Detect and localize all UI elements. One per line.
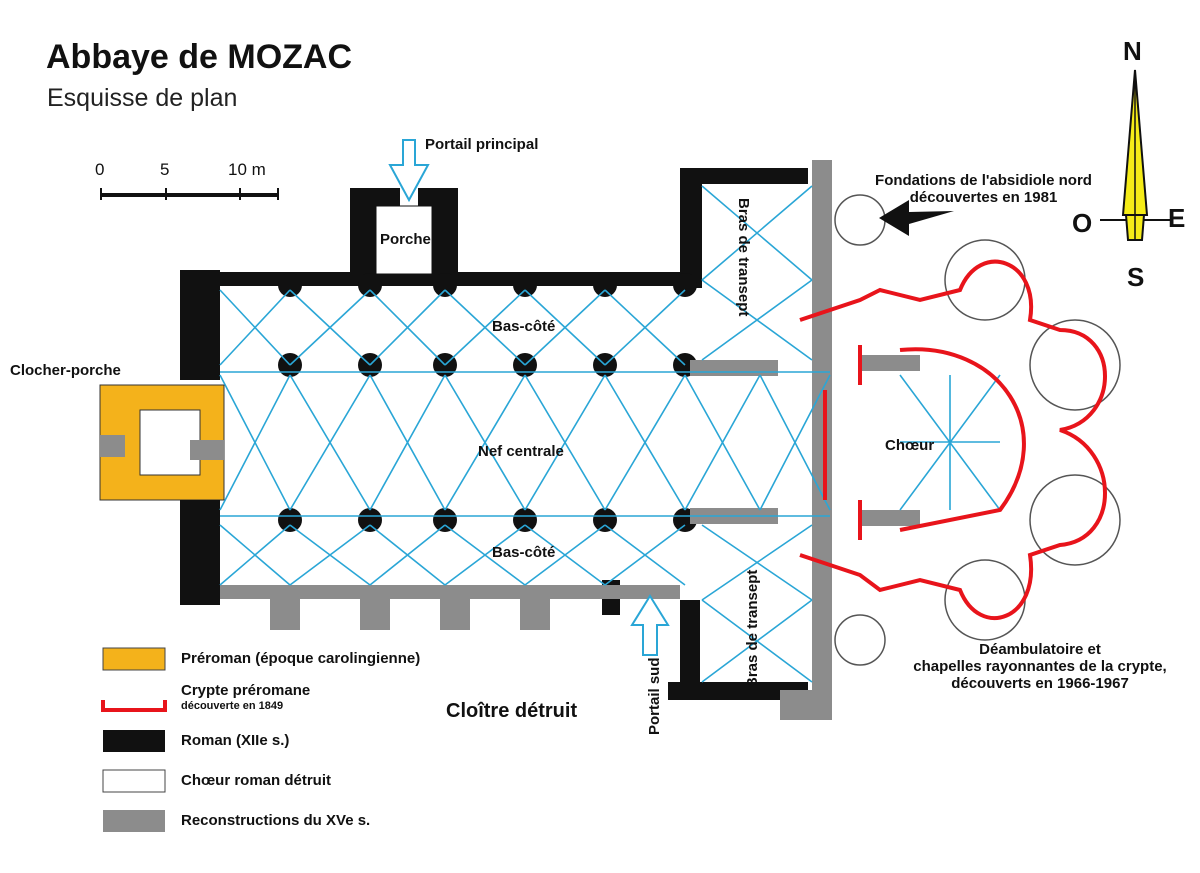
label-nef-centrale: Nef centrale [478,443,564,460]
compass-south: S [1127,262,1145,292]
scale-tick-10: 10 m [228,160,266,179]
label-bas-cote-sud: Bas-côté [492,544,556,561]
scale-bar [100,188,279,200]
label-choeur: Chœur [885,437,935,454]
portail-principal-arrow [388,139,430,203]
legend-preroman: Préroman (époque carolingienne) [181,650,421,667]
page-title: Abbaye de MOZAC [46,38,353,76]
label-deambulatoire-line2: chapelles rayonnantes de la crypte, [913,658,1167,675]
label-deambulatoire-line1: Déambulatoire et [979,641,1101,658]
legend-choeur-detruit: Chœur roman détruit [181,772,331,789]
legend-reconstructions: Reconstructions du XVe s. [181,812,371,829]
porch-interior [375,205,433,275]
compass-north: N [1123,36,1142,66]
label-bas-cote-nord: Bas-côté [492,318,556,335]
preroman-clocher [99,384,225,501]
ambulatory-chapels [834,194,1121,666]
piers [278,273,697,532]
label-fondations-line2: découvertes en 1981 [909,189,1058,206]
label-deambulatoire: Déambulatoire et chapelles rayonnantes d… [890,641,1190,692]
label-fondations-line1: Fondations de l'absidiole nord [875,172,1092,189]
crypt-outline [799,259,1107,620]
legend-swatches [101,647,167,832]
label-cloitre-detruit: Cloître détruit [446,700,578,722]
compass-west: O [1072,208,1093,238]
scale-tick-0: 0 [95,160,105,179]
label-clocher-porche: Clocher-porche [10,362,121,379]
portail-sud-arrow [630,594,670,656]
vault-lines [219,185,1001,683]
label-porche: Porche [380,231,431,248]
reconstruction-walls [220,160,920,720]
label-bras-transept-sud: Bras de transept [744,569,761,688]
legend-crypte-sub: découverte en 1849 [181,700,284,712]
compass-rose [1100,69,1170,241]
label-fondations: Fondations de l'absidiole nord découvert… [856,172,1111,206]
label-portail-sud: Portail sud [646,657,663,735]
fondations-arrow [879,200,954,236]
compass-east: E [1168,203,1186,233]
page-subtitle: Esquisse de plan [47,84,238,112]
legend-roman: Roman (XIIe s.) [181,732,290,749]
legend-crypte: Crypte préromane [181,682,311,699]
label-deambulatoire-line3: découverts en 1966-1967 [951,675,1129,692]
scale-tick-5: 5 [160,160,170,179]
label-portail-principal: Portail principal [425,136,539,153]
label-bras-transept-nord: Bras de transept [735,198,752,317]
